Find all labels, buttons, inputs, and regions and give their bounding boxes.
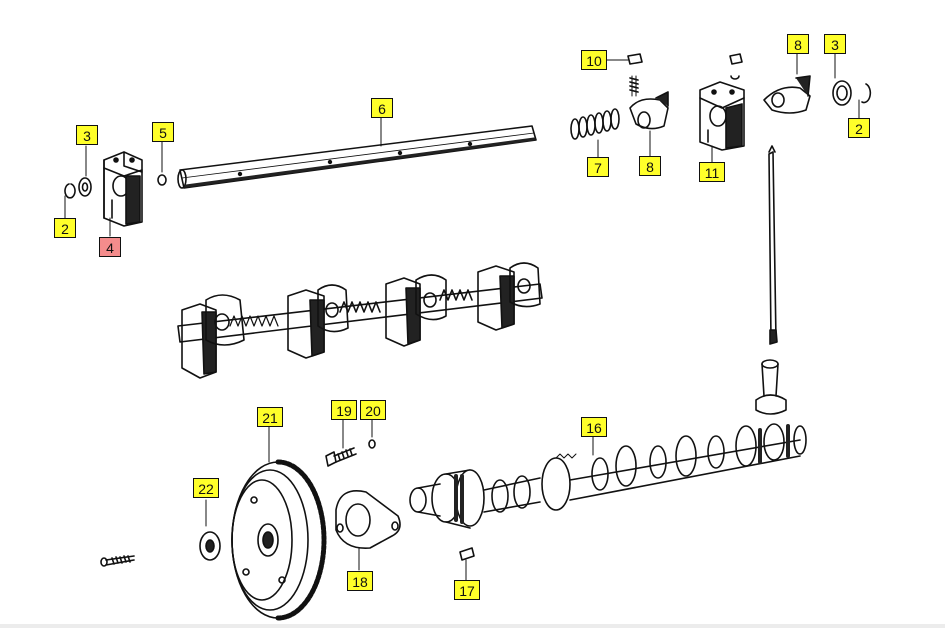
leader-lines xyxy=(64,53,860,581)
callout-16[interactable]: 16 xyxy=(581,417,607,437)
bolt-19 xyxy=(325,447,357,467)
washer-right xyxy=(832,80,852,106)
callout-2-left[interactable]: 2 xyxy=(54,218,76,238)
rocker-assembly xyxy=(177,262,543,379)
callout-4-selected[interactable]: 4 xyxy=(99,237,121,257)
rocker-arm-right xyxy=(763,75,811,114)
woodruff-key xyxy=(459,547,475,561)
callout-6[interactable]: 6 xyxy=(371,98,393,118)
camshaft xyxy=(409,423,807,529)
callout-7[interactable]: 7 xyxy=(587,157,609,177)
rocker-spring xyxy=(570,108,620,140)
rocker-shaft xyxy=(177,125,537,189)
washer-left xyxy=(78,177,92,197)
callout-3-left[interactable]: 3 xyxy=(76,125,98,145)
callout-3-right[interactable]: 3 xyxy=(824,34,846,54)
rocker-arm-middle xyxy=(629,91,669,130)
callout-8-middle[interactable]: 8 xyxy=(639,156,661,176)
tappet xyxy=(755,359,787,415)
circlip-left xyxy=(64,183,76,199)
thrust-plate xyxy=(335,490,401,549)
timing-gear xyxy=(231,459,327,621)
callout-21[interactable]: 21 xyxy=(257,407,283,427)
rocker-pedestal-left xyxy=(103,151,143,227)
callout-20[interactable]: 20 xyxy=(360,400,386,420)
circlip-right xyxy=(861,83,872,104)
callout-22[interactable]: 22 xyxy=(193,478,219,498)
plug-20 xyxy=(368,439,376,449)
small-nut-top xyxy=(729,53,743,80)
callout-2-right[interactable]: 2 xyxy=(848,118,870,138)
callout-19[interactable]: 19 xyxy=(331,400,357,420)
callout-18[interactable]: 18 xyxy=(347,571,373,591)
callout-11[interactable]: 11 xyxy=(699,162,725,182)
washer-22 xyxy=(199,531,221,561)
pushrod xyxy=(768,145,778,345)
plug-5 xyxy=(157,174,167,186)
adjuster-nut xyxy=(627,53,643,65)
bottom-divider xyxy=(0,624,945,628)
callout-10[interactable]: 10 xyxy=(581,50,607,70)
rocker-pedestal-right xyxy=(699,81,745,151)
adjuster-screw xyxy=(629,75,639,97)
callout-8-right[interactable]: 8 xyxy=(787,34,809,54)
callout-5[interactable]: 5 xyxy=(152,122,174,142)
callout-17[interactable]: 17 xyxy=(454,580,480,600)
screw-bottom-left xyxy=(100,555,135,567)
